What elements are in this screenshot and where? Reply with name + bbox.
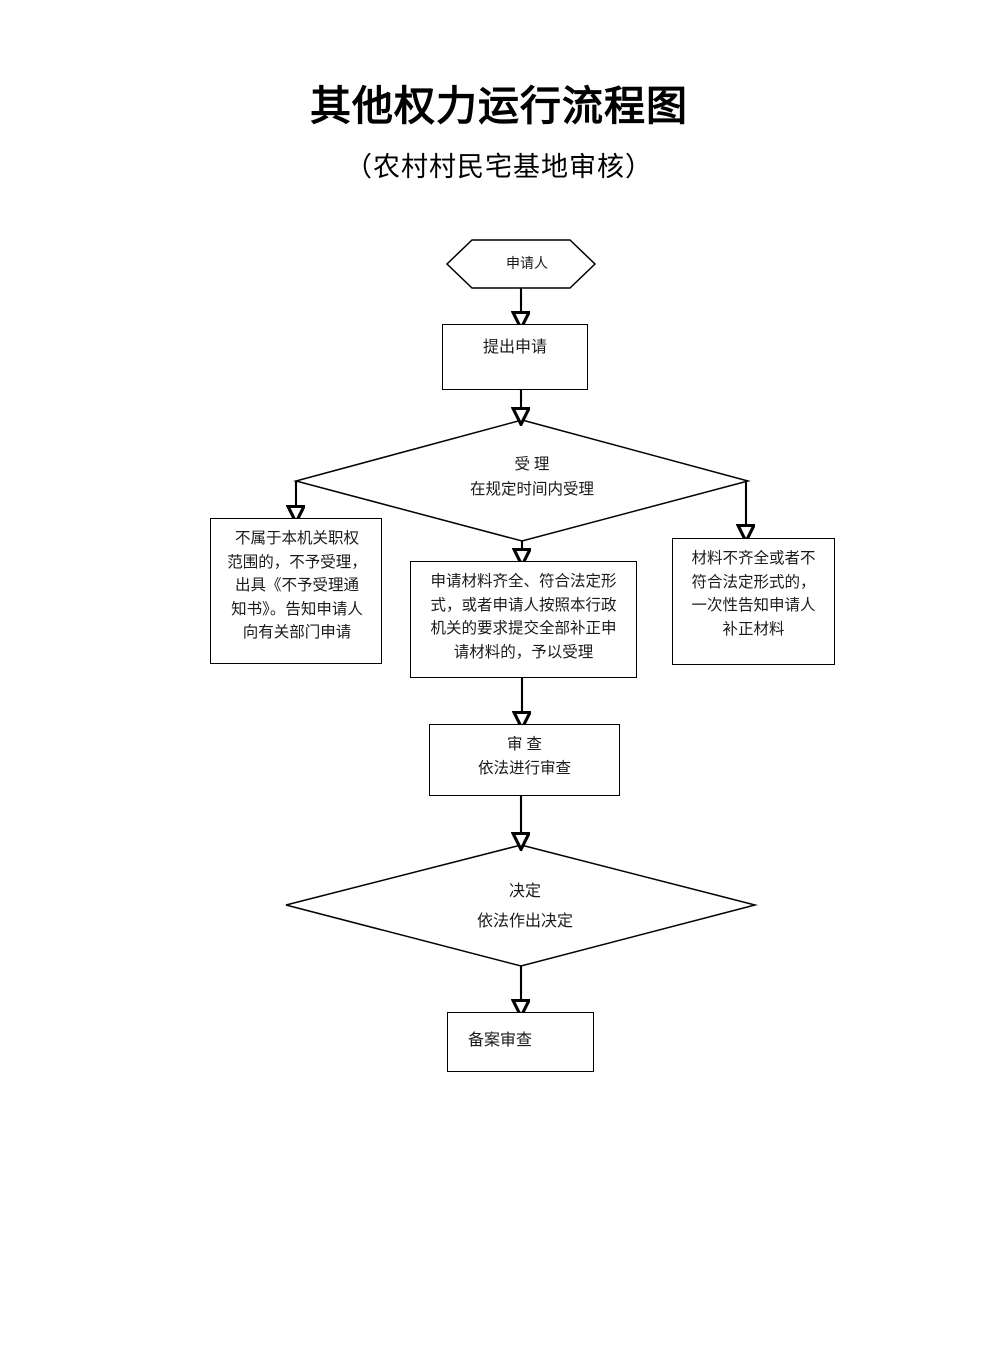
node-incomplete-materials: 材料不齐全或者不 符合法定形式的， 一次性告知申请人 补正材料: [672, 538, 835, 665]
node-accepted: 申请材料齐全、符合法定形 式，或者申请人按照本行政 机关的要求提交全部补正申 请…: [410, 561, 637, 678]
node-review: 审 查 依法进行审查: [429, 724, 620, 796]
node-incomplete-materials-label: 材料不齐全或者不 符合法定形式的， 一次性告知申请人 补正材料: [691, 550, 816, 638]
node-accepted-label: 申请材料齐全、符合法定形 式，或者申请人按照本行政 机关的要求提交全部补正申 请…: [430, 573, 617, 661]
page-subtitle: （农村村民宅基地审核）: [345, 152, 653, 182]
node-filing-review: 备案审查: [447, 1012, 594, 1072]
page-title: 其他权力运行流程图: [310, 83, 688, 129]
node-out-of-scope: 不属于本机关职权 范围的，不予受理， 出具《不予受理通 知书》。告知申请人 向有…: [210, 518, 382, 664]
node-applicant-label: 申请人: [506, 257, 548, 272]
node-submit-label: 提出申请: [482, 339, 547, 356]
node-filing-review-label: 备案审查: [468, 1032, 533, 1049]
node-applicant-shape: [445, 239, 597, 289]
node-out-of-scope-label: 不属于本机关职权 范围的，不予受理， 出具《不予受理通 知书》。告知申请人 向有…: [227, 530, 367, 642]
node-accept-label: 受 理 在规定时间内受理: [469, 456, 594, 499]
node-decision-shape: [285, 844, 758, 967]
node-submit-application: 提出申请: [442, 324, 588, 390]
node-review-label: 审 查 依法进行审查: [477, 736, 571, 777]
node-decision-label: 决定 依法作出决定: [476, 883, 573, 930]
